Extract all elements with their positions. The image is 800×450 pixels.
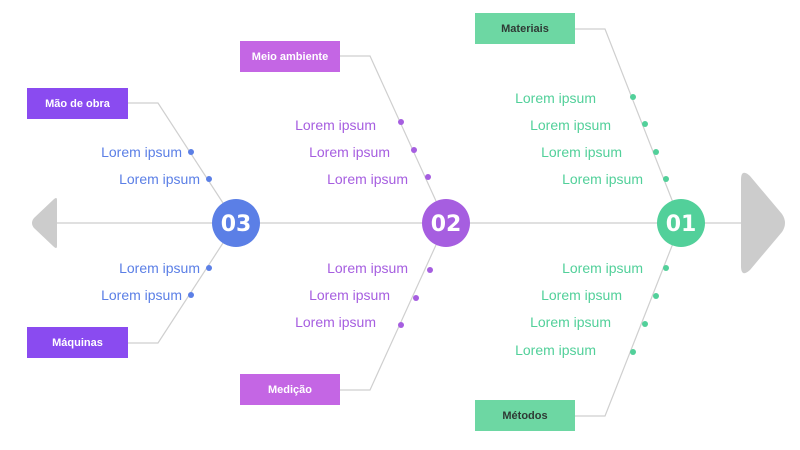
item-text: Lorem ipsum bbox=[295, 117, 376, 133]
item-text: Lorem ipsum bbox=[309, 287, 390, 303]
node-label-01: 01 bbox=[666, 212, 697, 237]
item-text: Lorem ipsum bbox=[515, 342, 596, 358]
branch-line-metodos bbox=[575, 222, 682, 417]
item-text: Lorem ipsum bbox=[327, 171, 408, 187]
item-text: Lorem ipsum bbox=[101, 287, 182, 303]
item-dot bbox=[630, 94, 636, 100]
node-label-02: 02 bbox=[431, 212, 462, 237]
item-dot bbox=[663, 265, 669, 271]
node-circle-02 bbox=[422, 199, 470, 247]
category-label-medicao: Medição bbox=[268, 384, 312, 396]
item-dot bbox=[630, 349, 636, 355]
right-arrow-icon bbox=[741, 172, 785, 274]
item-dot bbox=[427, 267, 433, 273]
item-text: Lorem ipsum bbox=[562, 171, 643, 187]
item-text: Lorem ipsum bbox=[530, 117, 611, 133]
category-label-metodos: Métodos bbox=[502, 410, 547, 422]
item-text: Lorem ipsum bbox=[562, 260, 643, 276]
category-box-medicao bbox=[240, 374, 340, 405]
category-box-mao-de-obra bbox=[27, 88, 128, 119]
node-circle-03 bbox=[212, 199, 260, 247]
item-dot bbox=[425, 174, 431, 180]
category-label-materiais: Materiais bbox=[501, 23, 549, 35]
category-box-maquinas bbox=[27, 327, 128, 358]
item-dot bbox=[653, 293, 659, 299]
item-dot bbox=[653, 149, 659, 155]
item-dot bbox=[642, 321, 648, 327]
item-text: Lorem ipsum bbox=[515, 90, 596, 106]
item-dot bbox=[188, 292, 194, 298]
item-dot bbox=[398, 322, 404, 328]
item-dot bbox=[206, 265, 212, 271]
item-text: Lorem ipsum bbox=[327, 260, 408, 276]
item-dot bbox=[411, 147, 417, 153]
branch-line-mao-de-obra bbox=[128, 102, 237, 224]
left-arrow-icon bbox=[32, 198, 57, 248]
item-dot bbox=[188, 149, 194, 155]
category-label-meio-ambiente: Meio ambiente bbox=[252, 51, 328, 63]
category-label-maquinas: Máquinas bbox=[52, 337, 103, 349]
item-text: Lorem ipsum bbox=[119, 171, 200, 187]
item-text: Lorem ipsum bbox=[541, 287, 622, 303]
item-dot bbox=[206, 176, 212, 182]
item-text: Lorem ipsum bbox=[295, 314, 376, 330]
category-box-metodos bbox=[475, 400, 575, 431]
node-label-03: 03 bbox=[221, 212, 252, 237]
item-text: Lorem ipsum bbox=[309, 144, 390, 160]
item-dot bbox=[413, 295, 419, 301]
branch-line-meio-ambiente bbox=[340, 55, 447, 224]
branch-line-maquinas bbox=[128, 222, 237, 344]
node-circle-01 bbox=[657, 199, 705, 247]
item-dot bbox=[398, 119, 404, 125]
branch-line-materiais bbox=[575, 28, 682, 224]
item-text: Lorem ipsum bbox=[530, 314, 611, 330]
category-label-mao-de-obra: Mão de obra bbox=[45, 98, 111, 110]
item-text: Lorem ipsum bbox=[119, 260, 200, 276]
item-text: Lorem ipsum bbox=[541, 144, 622, 160]
category-box-meio-ambiente bbox=[240, 41, 340, 72]
item-dot bbox=[663, 176, 669, 182]
item-text: Lorem ipsum bbox=[101, 144, 182, 160]
item-dot bbox=[642, 121, 648, 127]
category-box-materiais bbox=[475, 13, 575, 44]
branch-line-medicao bbox=[340, 222, 447, 391]
